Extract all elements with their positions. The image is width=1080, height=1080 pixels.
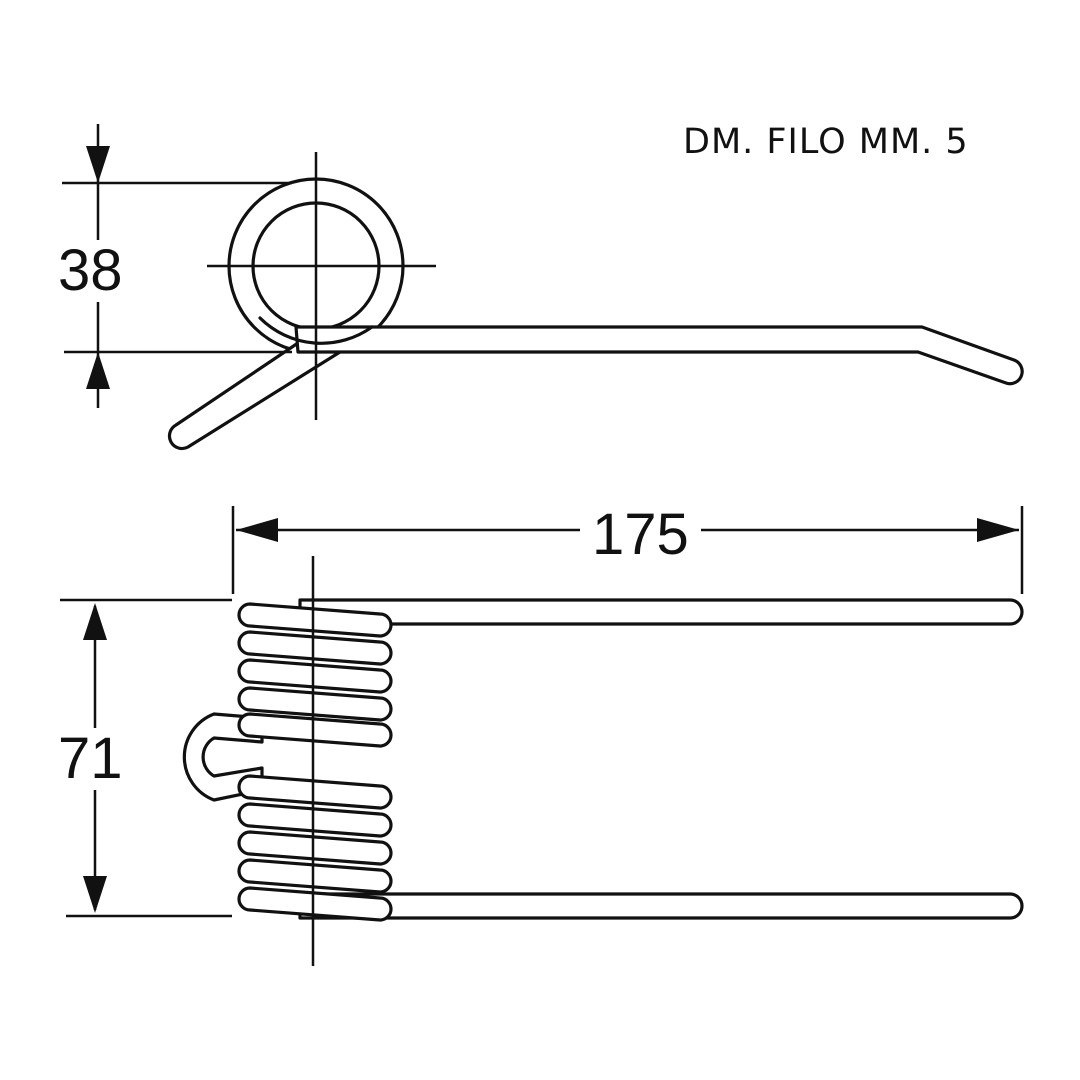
dimension-38 bbox=[62, 124, 292, 408]
arrowhead-up bbox=[83, 603, 107, 640]
arrowhead-down bbox=[86, 146, 110, 183]
coil-turn-lower-4 bbox=[237, 858, 393, 894]
arrowhead-up bbox=[86, 352, 110, 389]
coil-turn-upper-1 bbox=[237, 602, 393, 638]
arrowhead-right bbox=[977, 518, 1019, 542]
arrowhead-down bbox=[83, 876, 107, 913]
coil-turn-upper-4 bbox=[237, 686, 393, 722]
dimension-label-175: 175 bbox=[580, 506, 701, 564]
side-view bbox=[167, 152, 1024, 451]
long-leg bbox=[294, 325, 1024, 386]
coil-turn-upper-3 bbox=[237, 658, 393, 694]
lower-leg bbox=[298, 892, 1024, 920]
plan-view bbox=[182, 556, 1024, 966]
coil-turn-lower-3 bbox=[237, 830, 393, 866]
upper-coil-stack bbox=[237, 602, 393, 748]
coil-turn-lower-1 bbox=[237, 774, 393, 810]
short-leg bbox=[167, 341, 342, 451]
upper-leg bbox=[298, 598, 1024, 626]
coil-turn-upper-2 bbox=[237, 630, 393, 666]
dimension-label-71: 71 bbox=[58, 726, 123, 791]
arrowhead-left bbox=[236, 518, 278, 542]
coil-arc-overlap bbox=[258, 316, 374, 345]
coil-turn-upper-5 bbox=[237, 712, 393, 748]
coil-turn-lower-5 bbox=[237, 886, 393, 922]
coil-turn-lower-2 bbox=[237, 802, 393, 838]
dimension-label-38: 38 bbox=[58, 238, 123, 303]
lower-coil-stack bbox=[237, 774, 393, 922]
wire-diameter-note: DM. FILO MM. 5 bbox=[683, 122, 969, 162]
